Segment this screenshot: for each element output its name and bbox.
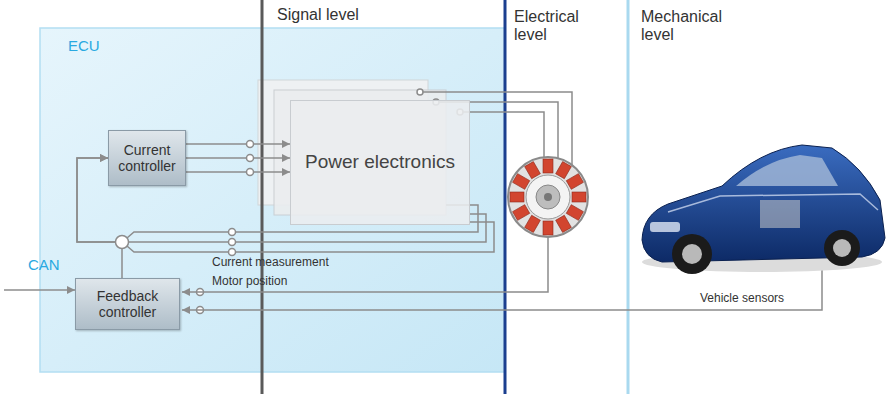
region-heading: ECU — [68, 37, 100, 54]
level-heading: Mechanical level — [641, 8, 737, 45]
level-heading: Electrical level — [514, 8, 594, 45]
signal-label: Current measurement — [212, 256, 329, 270]
signal-divider — [261, 0, 264, 394]
power-electronics-box: Power electronics — [290, 100, 470, 225]
bus-label: CAN — [28, 256, 60, 273]
can-wire — [4, 289, 75, 291]
level-heading: Signal level — [277, 6, 359, 24]
signal-connector — [186, 143, 290, 145]
ecu-region: ECU Current controller Power electronicsFe… — [40, 28, 505, 372]
summing-junction — [116, 236, 129, 249]
connector-dot — [229, 239, 236, 246]
connector-dot — [247, 141, 254, 148]
signal-connector — [186, 171, 290, 173]
controller-box: Feedback controller — [75, 278, 180, 330]
ecu-panel — [40, 28, 505, 372]
connector-dot — [247, 155, 254, 162]
signal-label: Motor position — [212, 275, 287, 289]
signal-connector — [186, 157, 290, 159]
electrical-divider — [504, 0, 507, 394]
motor-illustration — [508, 157, 588, 237]
car-illustration — [642, 145, 885, 274]
connector-dot — [247, 169, 254, 176]
box-label: Feedback controller — [81, 288, 174, 320]
mechanical-divider — [627, 0, 630, 394]
motor-position-wire — [182, 236, 548, 292]
controller-box: Current controller — [108, 130, 186, 186]
signal-label: Vehicle sensors — [700, 292, 784, 306]
box-label: Current controller — [114, 142, 180, 174]
box-label: Power electronics — [305, 151, 455, 174]
